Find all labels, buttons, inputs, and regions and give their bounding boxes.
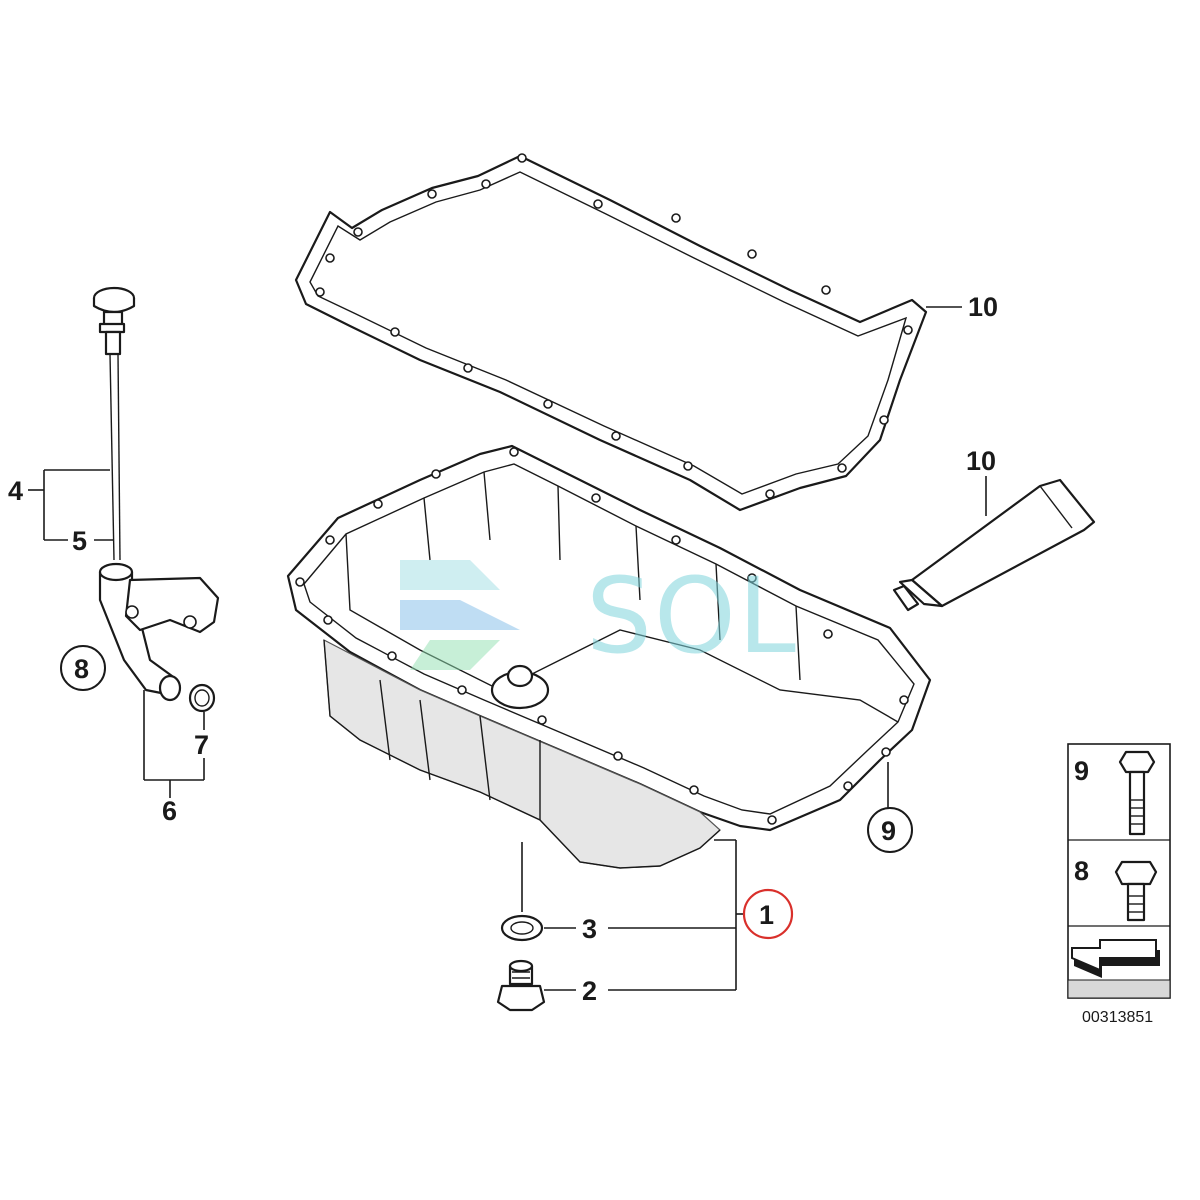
bolt-8-icon: [1114, 860, 1158, 922]
front-arrow-icon: [1071, 939, 1160, 978]
callout-2: 2: [582, 976, 597, 1006]
oil-pan-gasket: [294, 153, 928, 512]
o-ring: [188, 683, 216, 713]
fastener-legend: 9 8: [1067, 743, 1171, 999]
callout-7: 7: [194, 730, 209, 760]
watermark-text: SOL: [586, 555, 798, 677]
callout-circle-9: [867, 807, 913, 853]
callout-10-gasket: 10: [968, 292, 998, 322]
dipstick-assembly: [92, 286, 220, 702]
callout-4: 4: [8, 476, 23, 506]
callout-6: 6: [162, 796, 177, 826]
legend-9: 9: [1074, 756, 1089, 786]
callout-5: 5: [72, 526, 87, 556]
callout-9: 9: [881, 816, 896, 846]
drain-plug: [496, 959, 546, 1012]
sealing-washer: [500, 914, 544, 942]
leader-lines: [28, 306, 987, 991]
callout-circle-8: [60, 645, 106, 691]
callout-8: 8: [74, 654, 89, 684]
sealant-tube: [892, 478, 1096, 612]
watermark: SOL: [400, 555, 798, 677]
callout-10-sealant: 10: [966, 446, 996, 476]
oil-pan: [286, 444, 932, 869]
drawing-number: 00313851: [1082, 1009, 1153, 1026]
legend-8: 8: [1074, 856, 1089, 886]
bolt-9-icon: [1118, 750, 1156, 836]
callout-circle-1: [742, 888, 794, 940]
callout-1: 1: [759, 900, 774, 930]
callout-3: 3: [582, 914, 597, 944]
